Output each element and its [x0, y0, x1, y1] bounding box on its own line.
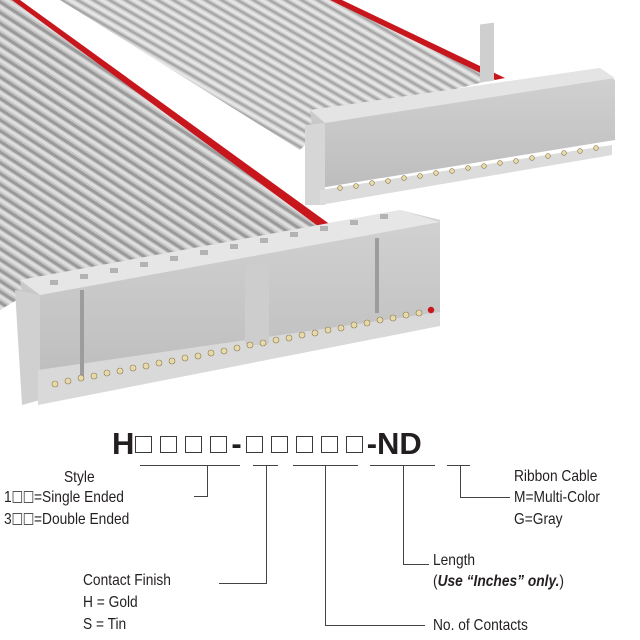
front-idc-connector — [15, 210, 440, 405]
part-number-template: H - -ND — [112, 424, 422, 464]
length-note-close: ) — [559, 573, 565, 590]
length-leader — [403, 465, 405, 565]
mini-box — [23, 513, 34, 525]
style-code-prefix: 3 — [4, 511, 12, 528]
length-note: (Use “Inches” only.) — [433, 571, 564, 592]
length-note-open: ( — [433, 573, 438, 590]
mini-box — [23, 491, 34, 503]
contacts-leader-end — [325, 625, 425, 627]
style-leader-end — [194, 496, 208, 498]
length-leader-end — [403, 564, 429, 566]
code-box-ribbon — [345, 435, 363, 453]
length-underline — [370, 465, 435, 467]
finish-underline — [253, 465, 278, 467]
style-option-label: =Single Ended — [34, 489, 124, 506]
part-number-separator: - — [231, 426, 242, 461]
style-option-single: 1 =Single Ended — [4, 487, 124, 508]
code-box-contacts-1 — [245, 435, 263, 453]
style-option-double: 3 =Double Ended — [4, 509, 129, 530]
mini-box — [12, 513, 22, 525]
contacts-leader — [325, 465, 327, 625]
finish-option-tin: S = Tin — [83, 616, 127, 633]
code-box-length-1 — [295, 435, 313, 453]
ribbon-cable-assembly-image — [0, 0, 615, 405]
contacts-title: No. of Contacts — [433, 617, 528, 634]
front-ribbon-cable — [0, 0, 335, 310]
code-box-contacts-2 — [270, 435, 288, 453]
style-option-label: =Double Ended — [34, 511, 130, 528]
ribbon-option-multicolor: M=Multi-Color — [514, 489, 601, 506]
mini-box — [12, 491, 22, 503]
back-idc-connector — [305, 22, 615, 205]
code-box-style-1 — [135, 435, 153, 453]
code-box-style-3 — [185, 435, 203, 453]
style-title: Style — [64, 469, 95, 486]
length-note-bold: Use “Inches” only. — [437, 573, 560, 590]
part-number-suffix: -ND — [366, 426, 422, 461]
length-title: Length — [433, 552, 476, 569]
finish-leader — [266, 465, 268, 583]
code-box-style-2 — [160, 435, 178, 453]
style-underline — [140, 465, 240, 467]
ribbon-option-gray: G=Gray — [514, 511, 563, 528]
back-ribbon-cable — [60, 0, 505, 150]
ribbon-underline — [447, 465, 470, 467]
style-code-prefix: 1 — [4, 489, 12, 506]
ribbon-leader-end — [460, 497, 510, 499]
ribbon-title: Ribbon Cable — [514, 468, 598, 485]
ribbon-leader — [460, 465, 462, 498]
style-leader — [207, 465, 209, 497]
code-box-length-2 — [320, 435, 338, 453]
pin-1-marker — [427, 306, 435, 314]
code-box-finish — [210, 435, 228, 453]
finish-title: Contact Finish — [83, 572, 171, 589]
finish-leader-end — [219, 583, 267, 585]
part-number-prefix: H — [112, 426, 135, 461]
finish-option-gold: H = Gold — [83, 594, 138, 611]
